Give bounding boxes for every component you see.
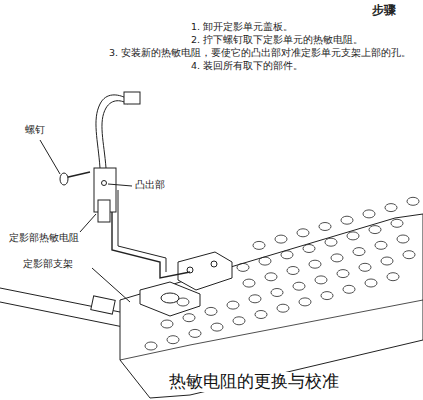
plate-hole bbox=[309, 260, 321, 268]
screw-head bbox=[60, 173, 68, 185]
plate-hole bbox=[397, 235, 409, 243]
fuser-bracket-plate bbox=[120, 214, 423, 398]
wire bbox=[96, 95, 126, 168]
leader-line bbox=[108, 184, 132, 186]
plate-hole bbox=[287, 267, 299, 275]
bracket-hole bbox=[211, 261, 217, 267]
plate-hole bbox=[407, 197, 419, 205]
plate-hole bbox=[337, 270, 349, 278]
plate-hole bbox=[275, 235, 287, 243]
plate-hole bbox=[281, 251, 293, 259]
part-label: 凸出部 bbox=[134, 179, 166, 191]
thermistor-strip-edge bbox=[118, 190, 166, 272]
mount-hole bbox=[161, 293, 179, 303]
plate-hole bbox=[391, 219, 403, 227]
plate-hole bbox=[297, 229, 309, 237]
plate-hole bbox=[303, 245, 315, 253]
plate-hole bbox=[375, 241, 387, 249]
plate-hole bbox=[387, 273, 399, 281]
step-text: 3. 安装新的热敏电阻，要使它的凸出部对准定影单元支架上部的孔。 bbox=[108, 48, 412, 59]
steps-heading: 步骤 bbox=[372, 4, 396, 18]
plate-hole bbox=[259, 257, 271, 265]
plate-hole bbox=[293, 282, 305, 290]
leader-line bbox=[92, 268, 130, 302]
plate-hole bbox=[145, 342, 157, 350]
plate-hole bbox=[249, 295, 261, 303]
plate-hole bbox=[331, 254, 343, 262]
part-label: 定影部热敏电阻 bbox=[8, 232, 80, 244]
plate-hole bbox=[385, 204, 397, 212]
connector bbox=[124, 92, 140, 104]
plate-hole bbox=[189, 329, 201, 337]
plate-hole bbox=[325, 238, 337, 246]
leader-line bbox=[80, 214, 96, 232]
plate-hole bbox=[403, 251, 415, 259]
plate-hole bbox=[265, 273, 277, 281]
plate-hole bbox=[161, 320, 173, 328]
rod-clip bbox=[91, 296, 115, 314]
plate-hole bbox=[277, 304, 289, 312]
step-text: 4. 装回所有取下的部件。 bbox=[190, 61, 304, 72]
plate-hole bbox=[205, 307, 217, 315]
plate-hole bbox=[167, 336, 179, 344]
plate-hole bbox=[237, 263, 249, 271]
plate-hole bbox=[315, 276, 327, 284]
plate-hole bbox=[233, 317, 245, 325]
plate-hole bbox=[211, 323, 223, 331]
plate-hole bbox=[369, 226, 381, 234]
part-label: 螺钉 bbox=[24, 124, 46, 136]
leader-line bbox=[40, 140, 60, 174]
plate-hole bbox=[271, 289, 283, 297]
step-text: 1. 卸开定影单元盖板。 bbox=[190, 22, 294, 33]
plate-hole bbox=[341, 216, 353, 224]
plate-hole bbox=[343, 285, 355, 293]
plate-hole bbox=[177, 298, 189, 306]
thermistor-strip bbox=[112, 190, 190, 278]
plate-hole bbox=[299, 298, 311, 306]
bracket-upper bbox=[178, 252, 232, 290]
plate-hole bbox=[353, 248, 365, 256]
plate-hole bbox=[321, 292, 333, 300]
plate-hole bbox=[243, 279, 255, 287]
protrusion bbox=[102, 181, 107, 186]
plate-hole bbox=[363, 210, 375, 218]
wire bbox=[102, 101, 128, 168]
step-text: 2. 拧下螺钉取下定影单元的热敏电阻。 bbox=[190, 35, 364, 46]
plate-hole bbox=[319, 223, 331, 231]
plate-hole bbox=[365, 279, 377, 287]
plate-hole bbox=[381, 257, 393, 265]
plate-hole bbox=[183, 314, 195, 322]
caption: 热敏电阻的更换与校准 bbox=[168, 372, 340, 392]
plate-hole bbox=[347, 232, 359, 240]
plate-holes bbox=[145, 197, 419, 350]
thermistor-tab bbox=[98, 200, 110, 222]
plate-hole bbox=[227, 301, 239, 309]
plate-hole bbox=[255, 311, 267, 319]
plate-hole bbox=[359, 263, 371, 271]
part-label: 定影部支架 bbox=[22, 258, 74, 270]
plate-hole bbox=[253, 241, 265, 249]
